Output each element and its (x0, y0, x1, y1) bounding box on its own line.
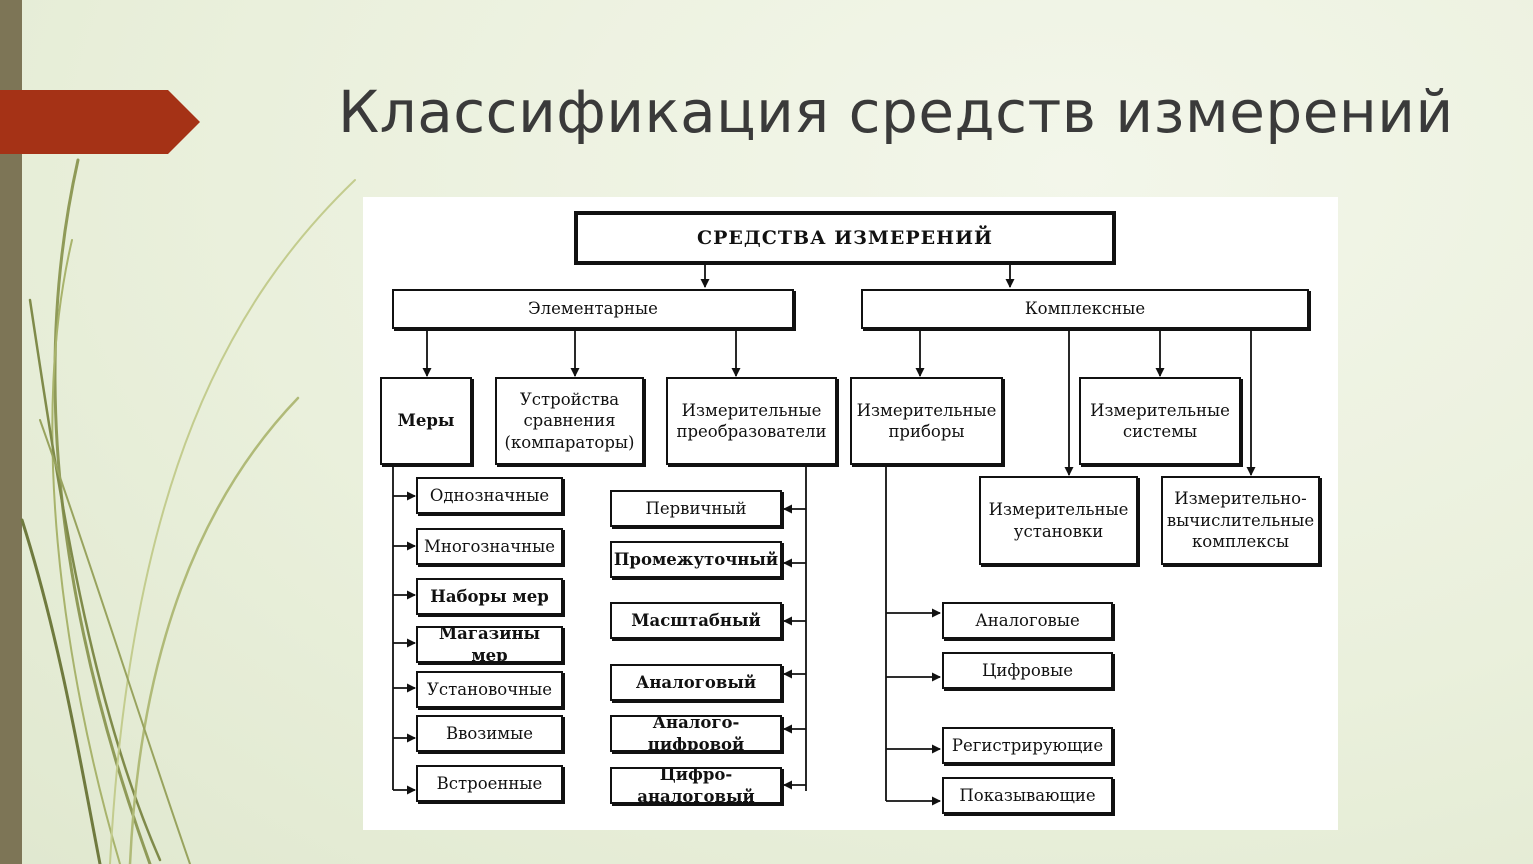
transducer-item-box: Аналого-цифровой (610, 713, 782, 754)
instruments-box: Измерительные приборы (850, 377, 1003, 465)
diagram-connectors (392, 265, 1256, 806)
title-ribbon-arrow (0, 90, 200, 154)
installations-box: Измерительные установки (979, 476, 1138, 565)
measure-item-box: Встроенные (416, 765, 563, 802)
left-accent-bar (0, 0, 22, 864)
root-box: СРЕДСТВА ИЗМЕРЕНИЙ (574, 211, 1116, 265)
measure-item-box: Ввозимые (416, 715, 563, 752)
transducers-box: Измерительные преобразователи (666, 377, 837, 465)
instrument-item-box: Регистрирующие (942, 727, 1113, 764)
transducer-item-box: Масштабный (610, 602, 782, 639)
instrument-item-box: Показывающие (942, 777, 1113, 814)
systems-box: Измерительные системы (1079, 377, 1241, 465)
measure-item-box: Многозначные (416, 528, 563, 565)
instrument-item-box: Цифровые (942, 652, 1113, 689)
measure-item-box: Установочные (416, 671, 563, 708)
transducer-item-box: Цифро-аналоговый (610, 765, 782, 806)
classification-diagram: СРЕДСТВА ИЗМЕРЕНИЙ Элементарные Комплекс… (363, 197, 1338, 830)
measure-item-box: Магазины мер (416, 624, 563, 665)
transducer-item-box: Промежуточный (610, 541, 782, 578)
instrument-item-box: Аналоговые (942, 602, 1113, 639)
decorative-grass (20, 158, 356, 864)
measure-item-box: Наборы мер (416, 578, 563, 615)
transducer-item-box: Аналоговый (610, 664, 782, 701)
measures-box: Меры (380, 377, 472, 465)
slide-title: Классификация средств измерений (338, 78, 1454, 146)
computing-complexes-box: Измерительно- вычислительные комплексы (1161, 476, 1320, 565)
complex-box: Комплексные (861, 289, 1309, 329)
comparators-box: Устройства сравнения (компараторы) (495, 377, 644, 465)
measure-item-box: Однозначные (416, 477, 563, 514)
elementary-box: Элементарные (392, 289, 794, 329)
transducer-item-box: Первичный (610, 490, 782, 527)
